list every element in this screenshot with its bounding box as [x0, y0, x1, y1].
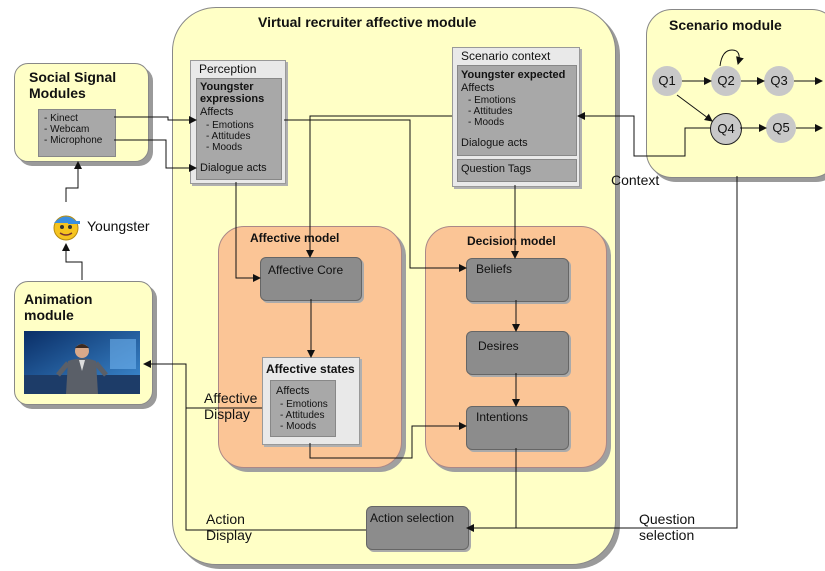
affective-display-line: Display — [204, 406, 250, 422]
social-item: - Microphone — [44, 135, 103, 146]
arrow-social-to-dialogue — [114, 139, 197, 172]
youngster-expected-title: Youngster expected — [461, 69, 566, 81]
action-display-line: Action — [206, 511, 245, 527]
affective-states-list: - Emotions - Attitudes - Moods — [280, 399, 328, 432]
action-display-label: Action Display — [206, 511, 252, 543]
edge-q1-q4 — [676, 94, 713, 122]
affective-display-label: Affective Display — [204, 390, 257, 422]
social-signal-list: - Kinect - Webcam - Microphone — [38, 109, 116, 157]
scenario-module — [646, 9, 825, 178]
animation-title: Animation module — [24, 291, 93, 323]
virtual-recruiter-image — [24, 331, 140, 394]
arrow-action-display — [185, 408, 366, 531]
perception-affects: Affects — [200, 106, 234, 118]
affect-item: - Attitudes — [280, 410, 325, 421]
question-selection-line: Question — [639, 511, 696, 527]
scenario-affects-list: - Emotions - Attitudes - Moods — [468, 95, 516, 128]
affect-item: - Emotions — [206, 120, 254, 131]
node-q2: Q2 — [711, 66, 741, 96]
perception-content — [196, 78, 282, 180]
action-selection-label: Action selection — [370, 511, 455, 525]
arrow-social-to-perception — [114, 116, 197, 124]
arrow-affective-display — [143, 360, 262, 409]
affect-item: - Emotions — [280, 399, 328, 410]
action-display-line: Display — [206, 527, 252, 543]
affect-item: - Moods — [280, 421, 317, 432]
question-tags-box — [457, 159, 577, 182]
affective-states-title: Affective states — [266, 362, 355, 376]
context-label: Context — [611, 172, 660, 188]
perception-title: Perception — [199, 62, 257, 76]
youngster-label: Youngster — [87, 218, 150, 234]
affect-item: - Emotions — [468, 95, 516, 106]
intentions-label: Intentions — [476, 410, 529, 424]
arrow-context — [577, 112, 711, 157]
social-signal-title: Social Signal Modules — [29, 69, 117, 101]
affective-display-line: Affective — [204, 390, 258, 406]
scenario-module-title: Scenario module — [669, 17, 782, 33]
node-q1: Q1 — [652, 66, 682, 96]
node-q4: Q4 — [710, 113, 742, 145]
arrow-animation-to-youngster — [62, 243, 83, 280]
arrow-states-to-intentions — [309, 422, 467, 459]
arrow-intentions-to-action — [466, 448, 517, 532]
scenario-context-content — [457, 65, 577, 156]
youngster-expressions-title: Youngster expressions — [200, 81, 265, 105]
affective-states-content — [270, 380, 336, 437]
arrow-youngster-to-social — [65, 161, 82, 202]
affect-item: - Attitudes — [206, 131, 251, 142]
question-selection-label: Question selection — [639, 511, 695, 543]
perception-dialogue-acts: Dialogue acts — [200, 162, 267, 174]
question-tags-label: Question Tags — [461, 163, 532, 175]
question-selection-line: selection — [639, 527, 695, 543]
scenario-dialogue-acts: Dialogue acts — [461, 137, 528, 149]
affective-core-label: Affective Core — [268, 263, 344, 277]
arrow-perception-to-core — [235, 182, 261, 282]
decision-model-title: Decision model — [467, 234, 556, 248]
affective-model-title: Affective model — [250, 231, 340, 245]
affect-item: - Moods — [206, 142, 243, 153]
arrow-perception-to-beliefs — [284, 119, 467, 272]
affect-item: - Attitudes — [468, 106, 513, 117]
action-selection-box — [366, 506, 469, 550]
arrow-context-to-core — [306, 115, 452, 258]
beliefs-label: Beliefs — [476, 262, 513, 276]
node-q3: Q3 — [764, 66, 794, 96]
edge-q2-loop — [719, 49, 744, 67]
perception-affects-list: - Emotions - Attitudes - Moods — [206, 120, 254, 153]
affective-states-affects: Affects — [276, 385, 310, 397]
node-q5: Q5 — [766, 113, 796, 143]
desires-label: Desires — [478, 339, 519, 353]
social-item: - Kinect — [44, 113, 78, 124]
affect-item: - Moods — [468, 117, 505, 128]
youngster-avatar-icon — [50, 208, 82, 242]
arrow-question-selection — [516, 176, 738, 529]
scenario-context-title: Scenario context — [461, 49, 551, 63]
scenario-affects: Affects — [461, 82, 495, 94]
main-module-title: Virtual recruiter affective module — [258, 14, 477, 30]
social-item: - Webcam — [44, 124, 90, 135]
